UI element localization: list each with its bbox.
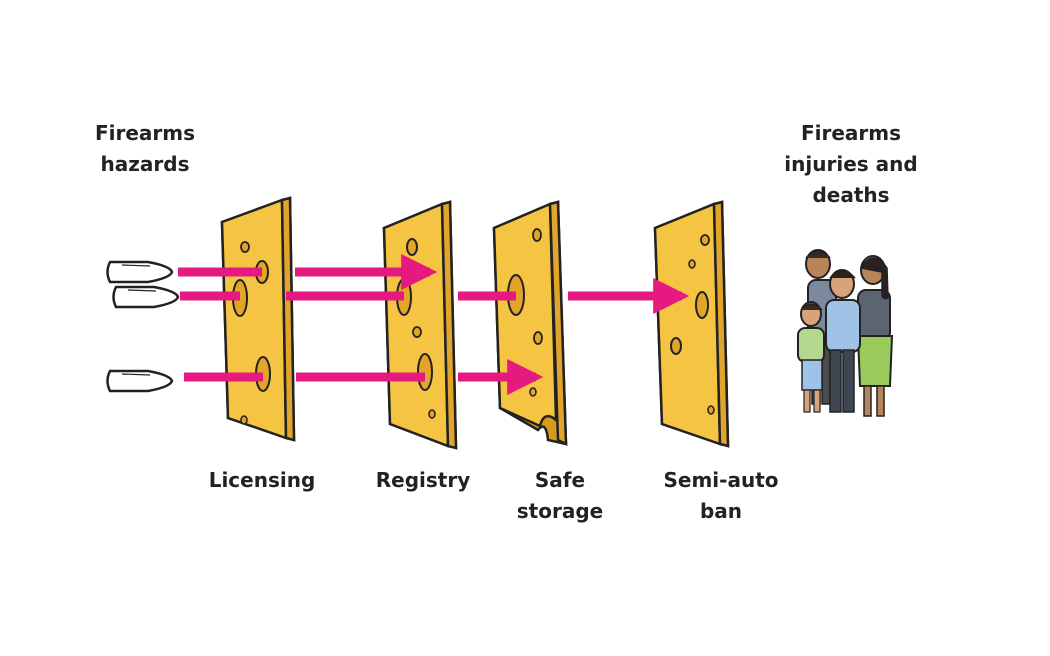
person-adult-woman [856, 255, 894, 417]
outcome-label: Firearms injuries and deaths [776, 118, 926, 211]
outcome-label-line-3: deaths [812, 183, 890, 207]
cheese-slice-icon [653, 200, 730, 448]
layer-label-semi-auto-ban-line-1: Semi-auto [663, 468, 779, 492]
cheese-slice-icon [492, 200, 568, 447]
bullet-icon [112, 285, 180, 309]
hazards-label-line-2: hazards [100, 152, 190, 176]
layer-label-licensing-line-1: Licensing [208, 468, 316, 492]
layer-label-safe-storage-line-2: storage [516, 499, 604, 523]
outcome-label-line-1: Firearms [800, 121, 902, 145]
hazards-label: Firearms hazards [85, 118, 205, 180]
person-child [797, 301, 825, 413]
family-icon [797, 249, 894, 417]
bullet-icon [106, 260, 174, 284]
layer-label-semi-auto-ban-line-2: ban [699, 499, 743, 523]
cheese-slice-icon [220, 196, 296, 442]
layer-label-semi-auto-ban: Semi-auto ban [646, 465, 796, 527]
person-young-man [825, 269, 861, 413]
layer-label-safe-storage-line-1: Safe [534, 468, 586, 492]
layer-label-registry: Registry [353, 465, 493, 496]
hazards-label-line-1: Firearms [94, 121, 196, 145]
bullet-icon [106, 369, 174, 393]
outcome-label-line-2: injuries and [784, 152, 918, 176]
cheese-slice-icon [382, 200, 458, 450]
layer-label-registry-line-1: Registry [375, 468, 471, 492]
layer-label-safe-storage: Safe storage [490, 465, 630, 527]
layer-label-licensing: Licensing [192, 465, 332, 496]
